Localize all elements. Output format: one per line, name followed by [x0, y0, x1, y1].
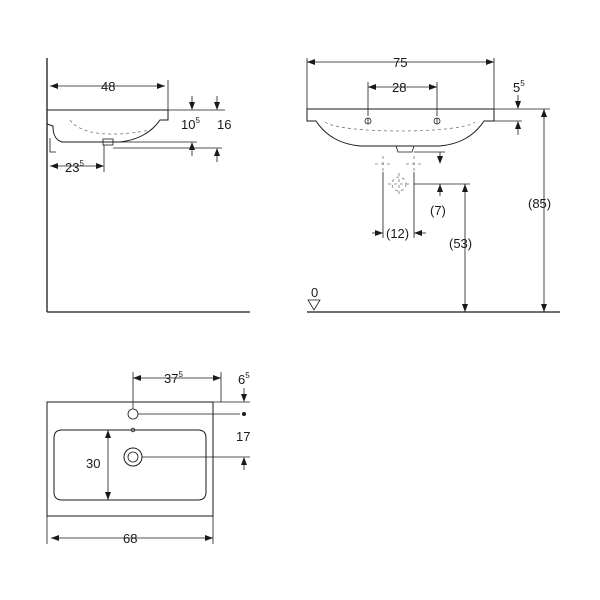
- drain-from-back-label: 17: [236, 429, 250, 444]
- arrow: [189, 102, 195, 110]
- waste-outlet-center: [388, 173, 410, 195]
- arrow: [437, 184, 443, 192]
- rim-height-label: 105: [181, 116, 200, 132]
- tap-hole-right: [433, 117, 441, 125]
- arrow: [50, 163, 58, 169]
- width-75-label: 75: [393, 55, 407, 70]
- fixing-point-left: [375, 156, 391, 172]
- waste-spacing-label: (12): [386, 226, 409, 241]
- arrow: [214, 102, 220, 110]
- top-view: 375 65 17 30 68: [46, 370, 250, 546]
- arrow: [50, 83, 58, 89]
- total-height-label: 16: [217, 117, 231, 132]
- center-point: [242, 412, 246, 416]
- drain-outlet: [102, 138, 114, 146]
- height-85-label: (85): [528, 196, 551, 211]
- arrow: [133, 375, 141, 381]
- arrow: [541, 304, 547, 312]
- rim-height-superscript: 5: [195, 116, 200, 125]
- arrow: [429, 84, 437, 90]
- arrow: [96, 163, 104, 169]
- basin-side-profile: [46, 109, 169, 143]
- arrow: [375, 230, 383, 236]
- arrow: [515, 121, 521, 129]
- tap-hole: [127, 408, 139, 420]
- floor-level-triangle: [307, 299, 321, 311]
- drain-outer: [123, 447, 143, 467]
- floor-zero-label: 0: [311, 285, 318, 300]
- arrow: [213, 375, 221, 381]
- bracket-profile: [49, 138, 56, 153]
- rim-superscript: 5: [520, 79, 525, 88]
- tap-from-back-label: 65: [238, 371, 250, 387]
- arrow: [486, 59, 494, 65]
- rim-height-value: 10: [181, 117, 195, 132]
- basin-front-profile: [306, 108, 495, 147]
- tap-offset-label: 375: [164, 370, 183, 386]
- tap-from-back-value: 6: [238, 372, 245, 387]
- arrow: [105, 492, 111, 500]
- arrow: [205, 535, 213, 541]
- tap-hole-left: [364, 117, 372, 125]
- basin-top-outline: [46, 401, 214, 517]
- arrow: [214, 148, 220, 156]
- rim-value: 5: [513, 80, 520, 95]
- drain-depth-label: (7): [430, 203, 446, 218]
- arrow: [541, 109, 547, 117]
- arrow: [437, 156, 443, 164]
- front-view: 0 75 28 55: [306, 55, 560, 313]
- side-view: 48 105 16 235: [46, 58, 250, 313]
- arrow: [368, 84, 376, 90]
- arrow: [189, 142, 195, 150]
- arrow: [462, 184, 468, 192]
- arrow: [307, 59, 315, 65]
- bowl-hidden-line: [324, 121, 476, 132]
- tap-offset-superscript: 5: [178, 370, 183, 379]
- bowl-outline: [53, 429, 207, 501]
- drain-offset-label: 235: [65, 159, 84, 175]
- bowl-hidden-line: [69, 119, 151, 135]
- arrow: [414, 230, 422, 236]
- tap-offset-value: 37: [164, 371, 178, 386]
- arrow: [51, 535, 59, 541]
- arrow: [241, 457, 247, 465]
- tap-spacing-label: 28: [392, 80, 406, 95]
- arrow: [515, 101, 521, 109]
- tap-from-back-superscript: 5: [245, 371, 250, 380]
- arrow: [105, 430, 111, 438]
- waste-trap: [395, 145, 415, 153]
- fixing-point-right: [406, 156, 422, 172]
- drain-inner: [127, 451, 139, 463]
- waste-height-label: (53): [449, 236, 472, 251]
- overflow-hole: [130, 427, 136, 433]
- width-68-label: 68: [123, 531, 137, 546]
- bowl-depth-label: 30: [86, 456, 100, 471]
- arrow: [241, 394, 247, 402]
- arrow: [157, 83, 165, 89]
- width-48-label: 48: [101, 79, 115, 94]
- arrow: [462, 304, 468, 312]
- drain-offset-superscript: 5: [79, 159, 84, 168]
- drain-offset-value: 23: [65, 160, 79, 175]
- rim-label: 55: [513, 79, 525, 95]
